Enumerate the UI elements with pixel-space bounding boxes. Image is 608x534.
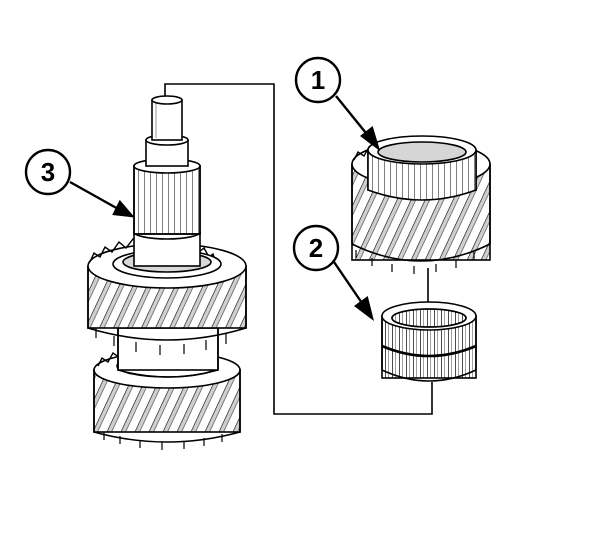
shaft-assembly bbox=[87, 95, 247, 450]
callout-arrows bbox=[69, 95, 381, 321]
callout-circle bbox=[294, 56, 342, 104]
callout-1: 1 bbox=[294, 56, 342, 104]
splined-shaft bbox=[133, 95, 201, 267]
callout-2-label: 2 bbox=[309, 233, 323, 263]
callout-3: 3 bbox=[24, 148, 72, 196]
gear-item-1 bbox=[351, 135, 491, 274]
callout-1-label: 1 bbox=[311, 65, 325, 95]
callout-3-label: 3 bbox=[41, 157, 55, 187]
callout-circle bbox=[292, 224, 340, 272]
shaft-hub bbox=[117, 327, 219, 378]
assembly-bracket bbox=[164, 83, 433, 415]
callout-2: 2 bbox=[292, 224, 340, 272]
needle-bearing-item-2 bbox=[381, 301, 477, 382]
callout-circle bbox=[24, 148, 72, 196]
